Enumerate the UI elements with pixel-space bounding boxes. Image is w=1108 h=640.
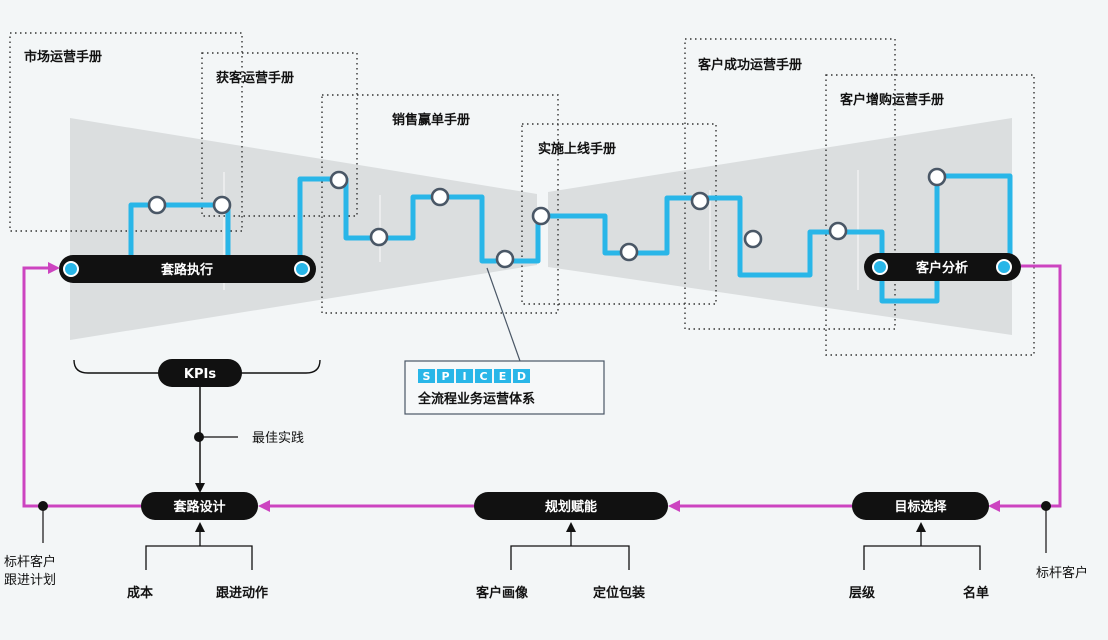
pill-analysis — [864, 253, 1021, 281]
pill-analysis-label: 客户分析 — [916, 260, 968, 276]
playbook-label-implementation: 实施上线手册 — [538, 141, 616, 157]
process-node — [619, 242, 639, 262]
loop-left-up — [22, 262, 141, 508]
pill-execution-dot-right — [294, 261, 310, 277]
playbook-label-acquisition: 获客运营手册 — [216, 70, 294, 86]
benchmark-customer-label: 标杆客户 — [1036, 565, 1088, 581]
kpis-brace — [73, 359, 321, 374]
process-node — [369, 227, 389, 247]
process-node — [147, 195, 167, 215]
pill-execution — [59, 255, 316, 283]
pill-planning — [474, 492, 668, 520]
process-node — [690, 191, 710, 211]
benchmark-plan-label-line1: 标杆客户 — [4, 554, 56, 570]
spiced-letter: C — [479, 370, 487, 383]
pill-analysis-dot-left — [872, 259, 888, 275]
pill-analysis-dot-right — [996, 259, 1012, 275]
spiced-letter: S — [423, 370, 431, 383]
process-node — [495, 249, 515, 269]
target-inputs-bracket — [863, 545, 981, 570]
spiced-callout-line — [486, 267, 521, 362]
input-label-cost: 成本 — [127, 585, 153, 601]
input-label-follow-action: 跟进动作 — [216, 585, 268, 601]
playbook-label-sales-win: 销售赢单手册 — [392, 112, 470, 128]
pill-planning-label: 规划赋能 — [545, 499, 597, 515]
input-label-persona: 客户画像 — [476, 585, 529, 601]
input-label-positioning: 定位包装 — [592, 585, 645, 601]
playbook-box-market — [9, 32, 243, 232]
spiced-cell — [513, 369, 530, 383]
process-node — [927, 167, 947, 187]
pill-target — [852, 492, 989, 520]
spiced-cell — [456, 369, 473, 383]
spiced-letter: D — [517, 370, 526, 383]
playbook-label-market: 市场运营手册 — [24, 49, 102, 65]
playbook-label-customer-success: 客户成功运营手册 — [698, 57, 802, 73]
playbook-box-acquisition — [201, 52, 358, 217]
pill-execution-dot-left — [63, 261, 79, 277]
process-node — [531, 206, 551, 226]
playbook-box-customer-success — [684, 38, 896, 330]
process-node — [743, 229, 763, 249]
spiced-cell — [494, 369, 511, 383]
spiced-letter: P — [441, 370, 449, 383]
benchmark-plan-label-line2: 跟进计划 — [4, 573, 56, 588]
spiced-letters: S P I C E D — [418, 369, 530, 383]
process-node — [212, 195, 232, 215]
spiced-caption: 全流程业务运营体系 — [417, 391, 535, 407]
funnel-right — [548, 118, 1012, 335]
pill-kpis-label: KPIs — [184, 367, 216, 382]
spiced-cell — [437, 369, 454, 383]
spiced-letter: I — [462, 370, 466, 383]
planning-inputs-bracket — [510, 545, 630, 570]
playbook-box-implementation — [521, 123, 717, 305]
pill-kpis — [158, 359, 242, 387]
spiced-cell — [418, 369, 435, 383]
feedback-loop — [22, 262, 1062, 512]
process-node — [828, 221, 848, 241]
funnel-left — [70, 118, 537, 340]
playbook-label-upsell: 客户增购运营手册 — [840, 92, 944, 108]
input-label-list: 名单 — [963, 585, 989, 601]
best-practice-label: 最佳实践 — [252, 431, 304, 446]
loop-right-down — [988, 264, 1062, 512]
spiced-cell — [475, 369, 492, 383]
pill-design-label: 套路设计 — [172, 499, 225, 515]
pill-execution-label: 套路执行 — [160, 262, 213, 278]
process-node — [430, 187, 450, 207]
benchmark-customer-dot — [1041, 501, 1051, 511]
process-nodes — [147, 167, 947, 269]
benchmark-plan-dot — [38, 501, 48, 511]
design-inputs-bracket — [145, 545, 253, 570]
playbook-box-upsell — [825, 74, 1035, 356]
input-label-tier: 层级 — [849, 585, 876, 601]
process-node — [329, 170, 349, 190]
playbook-box-sales-win — [321, 94, 559, 314]
pill-design — [141, 492, 258, 520]
spiced-letter: E — [499, 370, 507, 383]
pill-target-label: 目标选择 — [894, 499, 947, 515]
